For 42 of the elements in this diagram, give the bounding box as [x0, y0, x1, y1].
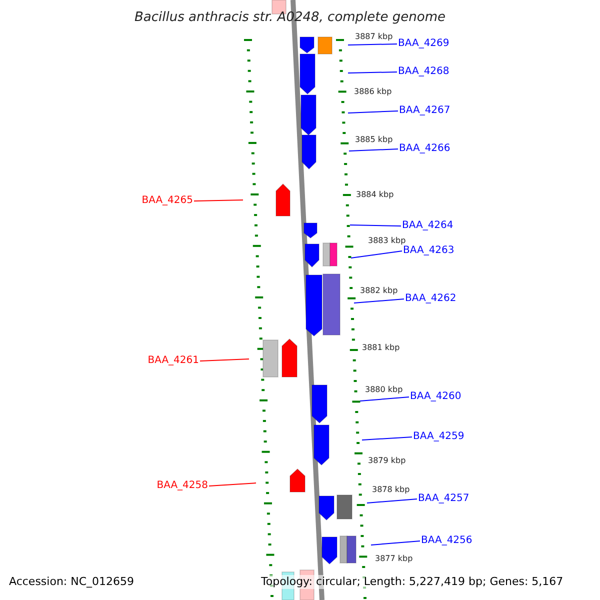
leader-line [348, 44, 398, 46]
leader-line [370, 540, 420, 546]
genome-info-text: Accession: NC_012659 [9, 575, 134, 589]
gene-label: BAA_4259 [413, 430, 471, 444]
leader-line [350, 224, 402, 226]
gene-label: BAA_4268 [398, 65, 456, 79]
gene-label: BAA_4263 [403, 244, 461, 258]
position-label: 3882 kbp [360, 286, 398, 295]
gene-label: BAA_4264 [402, 219, 460, 233]
genome-title: Bacillus anthracis str. A0248, complete genome [133, 9, 447, 27]
genome-info-text: Topology: circular; Length: 5,227,419 bp; Genes: 5,167 [261, 575, 564, 589]
position-label: 3880 kbp [365, 385, 403, 394]
leader-line [348, 72, 398, 74]
leader-line [348, 148, 398, 152]
gene-label: BAA_4262 [405, 292, 463, 306]
leader-line [200, 358, 250, 362]
gene-label: BAA_4267 [399, 104, 457, 118]
position-label: 3877 kbp [375, 554, 413, 563]
leader-line [194, 200, 244, 202]
position-label: 3878 kbp [372, 485, 410, 494]
position-label: 3886 kbp [354, 87, 392, 96]
gene-label: BAA_4266 [399, 142, 457, 156]
gene-label: BAA_4256 [421, 534, 479, 548]
leader-line [362, 436, 412, 440]
position-label: 3879 kbp [368, 456, 406, 465]
gene-label: BAA_4258 [150, 479, 208, 493]
position-label: 3881 kbp [362, 343, 400, 352]
gene-label: BAA_4260 [410, 390, 468, 404]
gene-label: BAA_4261 [141, 354, 199, 368]
leader-line [366, 498, 418, 504]
gene-label: BAA_4265 [135, 194, 193, 208]
gene-label: BAA_4269 [398, 37, 456, 51]
position-label: 3887 kbp [355, 32, 393, 41]
gene-label: BAA_4257 [418, 492, 476, 506]
leader-line [360, 396, 410, 402]
position-label: 3883 kbp [368, 236, 406, 245]
position-label: 3885 kbp [355, 135, 393, 144]
leader-line [354, 298, 404, 304]
position-label: 3884 kbp [356, 190, 394, 199]
leader-line [350, 250, 402, 258]
leader-line [348, 110, 398, 114]
leader-line [208, 482, 256, 486]
